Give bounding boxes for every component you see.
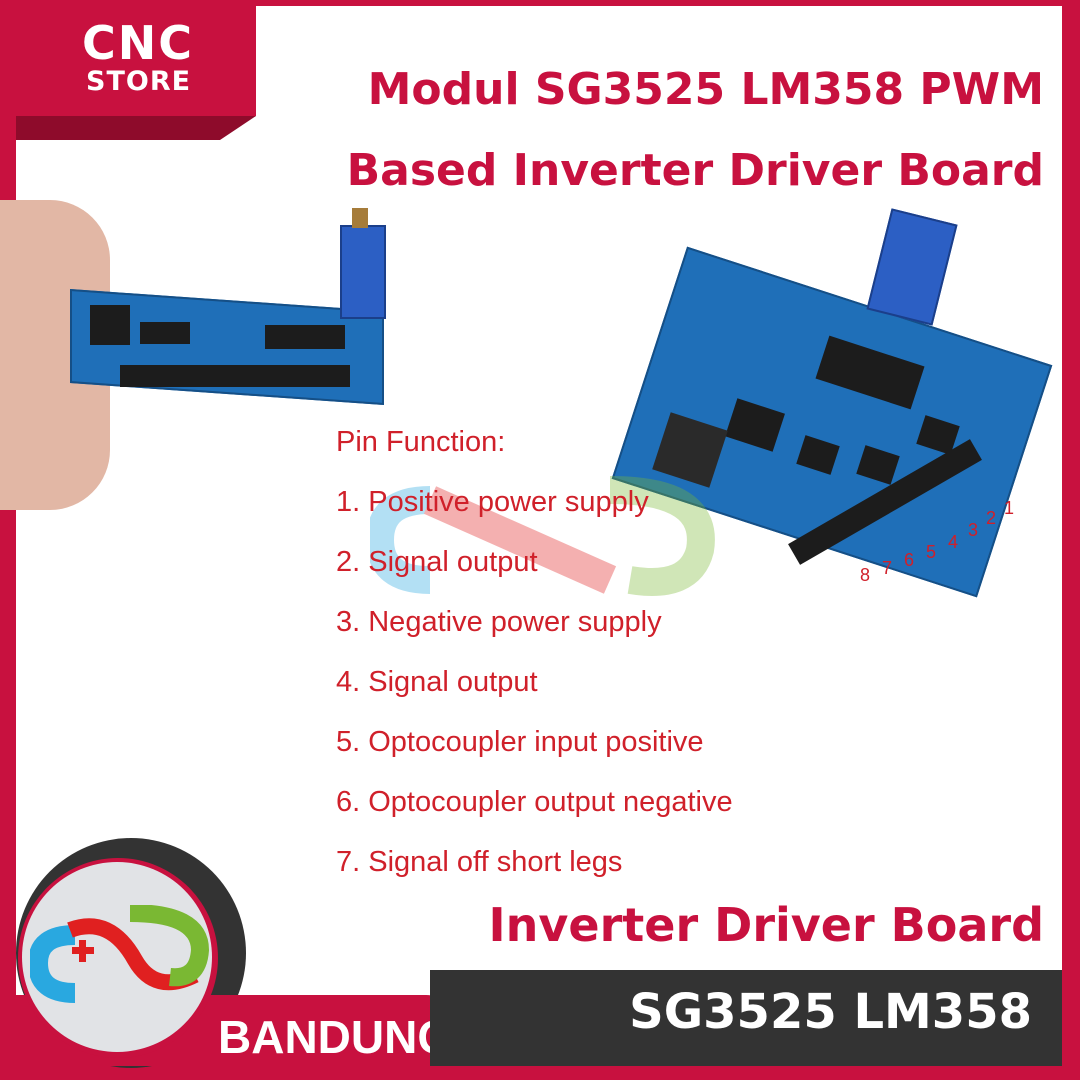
logo-tab-shadow (16, 116, 256, 140)
footer-model: SG3525 LM358 (629, 984, 1032, 1040)
brand-location: BANDUNG (218, 1011, 454, 1063)
brand-logo-store: STORE (86, 66, 192, 97)
pin-function-item: 2. Signal output (336, 546, 538, 578)
pin-function-heading: Pin Function: (336, 426, 506, 458)
pin-function-list: Pin Function: 1. Positive power supply 2… (336, 424, 733, 904)
watermark-logo (370, 476, 715, 596)
pin-number: 1 (1004, 498, 1015, 518)
pin-function-item: 1. Positive power supply (336, 486, 649, 518)
badge-circle (22, 862, 212, 1052)
pin-number: 2 (986, 508, 997, 528)
pin-function-item: 6. Optocoupler output negative (336, 786, 733, 818)
pin-function-item: 7. Signal off short legs (336, 846, 623, 878)
pin-number: 7 (882, 558, 893, 578)
infinity-logo-icon (30, 905, 210, 1003)
footer-subtitle: Inverter Driver Board (488, 898, 1044, 952)
pin-number: 8 (860, 565, 871, 585)
footer-bar (430, 970, 1062, 1066)
pin-function-item: 5. Optocoupler input positive (336, 726, 704, 758)
brand-logo-cnc: CNC (82, 16, 195, 70)
product-title-line1: Modul SG3525 LM358 PWM (367, 64, 1044, 115)
pin-number: 5 (926, 542, 937, 562)
pin-number: 4 (948, 532, 959, 552)
pin-function-item: 4. Signal output (336, 666, 538, 698)
product-title-line2: Based Inverter Driver Board (346, 145, 1044, 196)
logo-tab (16, 6, 256, 116)
pin-number: 6 (904, 550, 915, 570)
pin-function-item: 3. Negative power supply (336, 606, 662, 638)
pin-number: 3 (968, 520, 979, 540)
